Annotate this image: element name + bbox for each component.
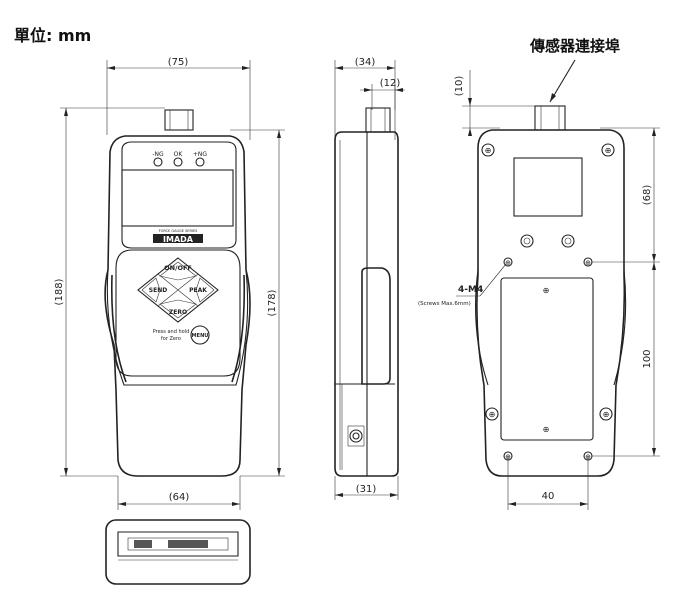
front-view: (75) (188) (178) bbox=[54, 57, 285, 510]
brand-logo: IMADA bbox=[163, 235, 194, 244]
screw-label: 4-M4 bbox=[458, 285, 483, 295]
back-top-offset-dim: (10) bbox=[454, 76, 465, 97]
svg-text:⊕: ⊕ bbox=[603, 410, 610, 419]
back-hole-spacing-v2-dim: 100 bbox=[642, 349, 653, 368]
unit-label: 單位: mm bbox=[14, 26, 92, 45]
zero-button[interactable]: ZERO bbox=[169, 309, 187, 316]
zero-hint-line1: Press and hold bbox=[153, 329, 190, 335]
menu-button[interactable]: MENU bbox=[192, 333, 209, 339]
svg-text:⊕: ⊕ bbox=[485, 146, 492, 155]
peak-button[interactable]: PEAK bbox=[189, 287, 207, 294]
front-height-total-dim: (188) bbox=[54, 278, 65, 305]
svg-text:⊕: ⊕ bbox=[489, 410, 496, 419]
back-hole-spacing-h-dim: 40 bbox=[542, 491, 555, 502]
front-height-body-dim: (178) bbox=[267, 289, 278, 316]
back-hole-spacing-v1-dim: (68) bbox=[642, 185, 653, 206]
front-width-bottom-dim: (64) bbox=[169, 492, 190, 503]
on-off-button[interactable]: ON/OFF bbox=[164, 264, 192, 272]
back-view: (10) ⊕ ⊕ ⊕ ⊕ ⊕ ⊕ ⊕ ⊕ ⊕ bbox=[418, 59, 660, 510]
svg-text:⊕: ⊕ bbox=[543, 286, 550, 295]
indicator-ng-plus: +NG bbox=[193, 151, 208, 158]
brand-small-text: FORCE GAUGE SERIES bbox=[159, 229, 199, 233]
sensor-port-label: 傳感器連接埠 bbox=[530, 37, 621, 55]
front-width-top-dim: (75) bbox=[168, 57, 189, 68]
zero-hint-line2: for Zero bbox=[161, 336, 181, 342]
svg-text:⊕: ⊕ bbox=[605, 146, 612, 155]
send-button[interactable]: SEND bbox=[149, 287, 167, 294]
svg-text:⊕: ⊕ bbox=[585, 259, 591, 267]
side-depth-bottom-dim: (31) bbox=[356, 484, 377, 495]
svg-text:⊕: ⊕ bbox=[543, 425, 550, 434]
svg-text:⊕: ⊕ bbox=[505, 259, 511, 267]
indicator-ng-minus: -NG bbox=[152, 151, 164, 158]
screw-note: (Screws Max.6mm) bbox=[418, 301, 471, 307]
indicator-ok: OK bbox=[174, 151, 184, 158]
side-view: (34) (12) bbox=[334, 57, 405, 500]
side-depth-top-dim: (34) bbox=[355, 57, 376, 68]
bottom-view bbox=[105, 519, 251, 585]
side-connector-dim: (12) bbox=[380, 78, 401, 89]
